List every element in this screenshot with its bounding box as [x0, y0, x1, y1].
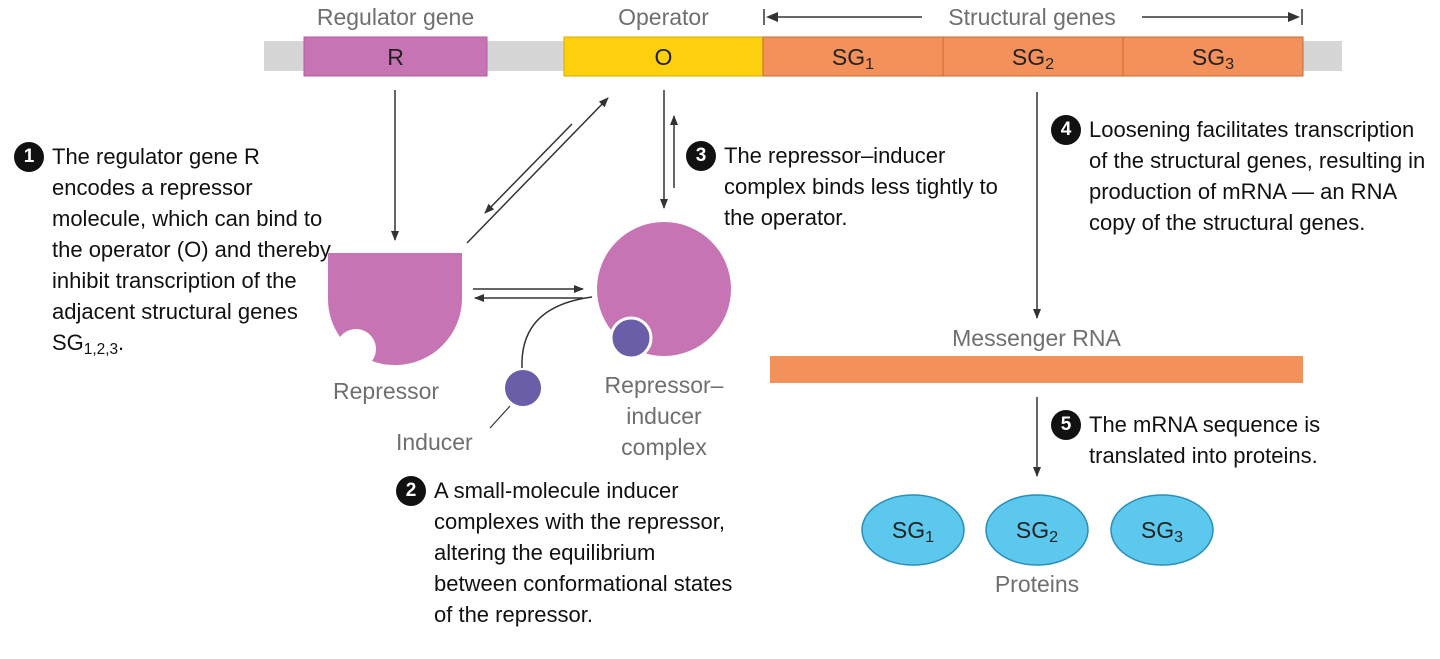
protein-sg2-label: SG2 [1015, 517, 1059, 547]
protein-sg3-label: SG3 [1140, 517, 1184, 547]
bound-inducer-shape [609, 316, 653, 360]
protein-sg1-label: SG1 [891, 517, 935, 547]
step-2: 2 A small-molecule inducer complexes wit… [396, 475, 736, 630]
arrow-operator-to-repressor [484, 123, 573, 214]
repressor-inducer-complex-label: Repressor– inducer complex [584, 370, 744, 463]
inducer-shape [503, 368, 543, 408]
regulator-gene-label: Regulator gene [316, 4, 475, 30]
step-1-number: 1 [14, 142, 44, 172]
complex-label-line1: Repressor– [604, 372, 724, 398]
structural-gene-sg3-segment [1122, 36, 1304, 77]
operator-segment-label: O [654, 44, 673, 70]
step-2-number: 2 [396, 476, 426, 506]
step-5: 5 The mRNA sequence is translated into p… [1051, 409, 1411, 471]
repressor-shape [327, 253, 463, 366]
inducer-connector-line [521, 296, 593, 369]
structural-gene-sg2-segment [942, 36, 1124, 77]
operator-label: Operator [618, 4, 709, 30]
step-4-text: Loosening facilitates transcription of t… [1089, 117, 1426, 235]
proteins-label: Proteins [994, 571, 1080, 597]
arrow-repressor-to-operator [466, 97, 609, 244]
regulator-gene-segment-label: R [387, 44, 404, 70]
complex-label-line3: complex [621, 434, 707, 460]
repressor-label: Repressor [333, 378, 440, 404]
protein-sg2-shape [985, 494, 1089, 566]
operator-segment [563, 36, 764, 77]
protein-sg3-shape [1110, 494, 1214, 566]
step-1-text: The regulator gene R encodes a repressor… [52, 144, 331, 358]
step-4-number: 4 [1051, 115, 1081, 145]
step-3: 3 The repressor–inducer complex binds le… [686, 140, 1006, 233]
protein-sg1-shape [861, 494, 965, 566]
step-3-number: 3 [686, 141, 716, 171]
inducer-label-leader [489, 405, 511, 429]
regulator-gene-segment [303, 36, 488, 77]
structural-genes-bracket [763, 9, 1303, 25]
inducer-label: Inducer [396, 429, 473, 455]
complex-label-line2: inducer [626, 403, 702, 429]
step-3-text: The repressor–inducer complex binds less… [724, 143, 998, 230]
structural-genes-label: Structural genes [922, 4, 1142, 31]
step-5-number: 5 [1051, 410, 1081, 440]
messenger-rna-bar [770, 356, 1303, 383]
sg3-segment-label: SG3 [1191, 44, 1235, 74]
sg1-segment-label: SG1 [831, 44, 875, 74]
step-2-text: A small-molecule inducer complexes with … [434, 478, 733, 627]
structural-gene-sg1-segment [762, 36, 944, 77]
step-5-text: The mRNA sequence is translated into pro… [1089, 412, 1321, 468]
step-1: 1 The regulator gene R encodes a repress… [14, 141, 332, 358]
step-4: 4 Loosening facilitates transcription of… [1051, 114, 1437, 238]
sg2-segment-label: SG2 [1011, 44, 1055, 74]
messenger-rna-label: Messenger RNA [952, 325, 1121, 351]
